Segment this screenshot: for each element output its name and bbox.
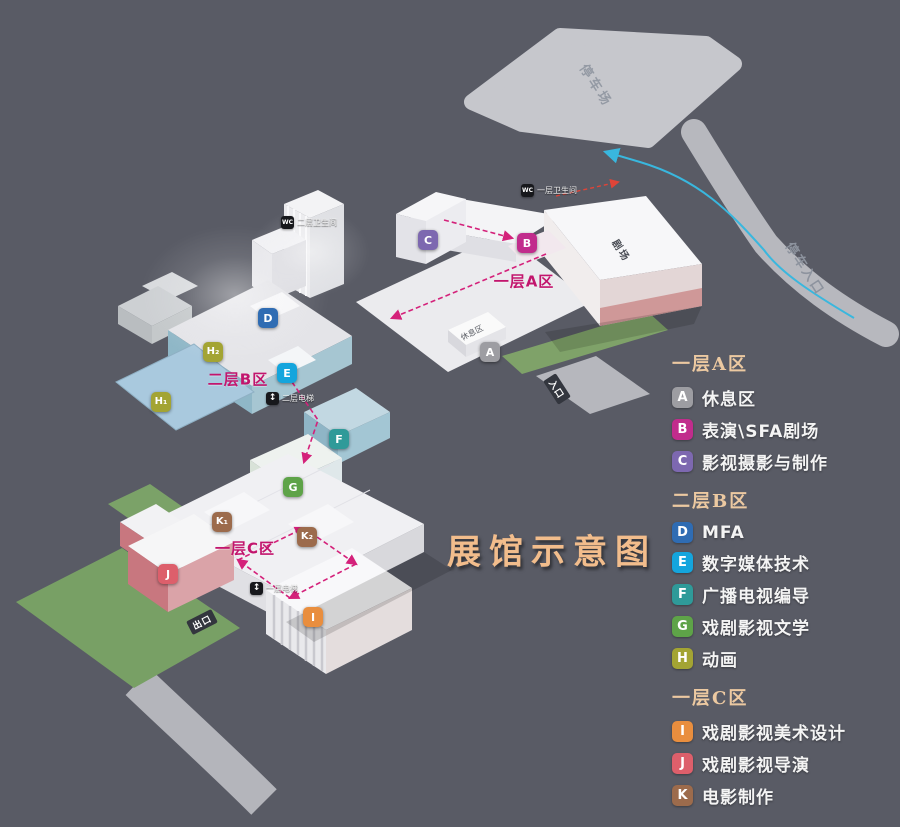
legend-item-h: H 动画 [672, 646, 897, 671]
page-title: 展馆示意图 [447, 532, 657, 573]
map-badge-i: I [303, 607, 323, 627]
parking-area [464, 28, 742, 148]
elevator-icon: ↕ [266, 392, 279, 405]
legend-item-k: K 电影制作 [672, 783, 897, 808]
map-badge-b: B [517, 233, 537, 253]
map-badge-h1: H₁ [151, 392, 171, 412]
map-badge-k1: K₁ [212, 512, 232, 532]
zone-c-buildings [120, 454, 452, 674]
legend-section-zone-a: 一层A区 A 休息区 B 表演\SFA剧场 C 影视摄影与制作 [672, 350, 897, 474]
legend-item-f: F 广播电视编导 [672, 582, 897, 607]
facility-elevator-2f: ↕ 二层电梯 [266, 392, 314, 405]
restroom-icon: WC [521, 184, 534, 197]
legend-section-zone-c: 一层C区 I 戏剧影视美术设计 J 戏剧影视导演 K 电影制作 [672, 684, 897, 808]
map-badge-c: C [418, 230, 438, 250]
facility-restroom-1f: WC 一层卫生间 [521, 184, 577, 197]
legend-label-b: 表演\SFA剧场 [702, 422, 820, 442]
zone-b-label: 二层B区 [207, 370, 269, 389]
map-badge-a: A [480, 342, 500, 362]
legend-item-j: J 戏剧影视导演 [672, 751, 897, 776]
facility-label: 一层电梯 [266, 584, 298, 593]
legend-item-b: B 表演\SFA剧场 [672, 417, 897, 442]
zone-c-label: 一层C区 [214, 539, 276, 558]
legend-badge-f: F [672, 584, 693, 605]
legend-item-a: A 休息区 [672, 385, 897, 410]
legend-label-f: 广播电视编导 [702, 587, 810, 607]
legend-heading-zone-c: 一层C区 [672, 688, 749, 709]
facility-label: 一层卫生间 [537, 186, 577, 195]
legend-item-e: E 数字媒体技术 [672, 550, 897, 575]
legend-label-i: 戏剧影视美术设计 [702, 724, 846, 744]
map-badge-g: G [283, 477, 303, 497]
legend-badge-j: J [672, 753, 693, 774]
route-arrows [236, 147, 855, 600]
map-badge-h2: H₂ [203, 342, 223, 362]
restroom-icon: WC [281, 216, 294, 229]
legend: 一层A区 A 休息区 B 表演\SFA剧场 C 影视摄影与制作 二层B区 D M… [672, 350, 897, 821]
legend-badge-i: I [672, 721, 693, 742]
legend-label-a: 休息区 [702, 390, 756, 410]
legend-badge-d: D [672, 522, 693, 543]
elevator-icon: ↕ [250, 582, 263, 595]
legend-label-j: 戏剧影视导演 [702, 756, 810, 776]
legend-badge-a: A [672, 387, 693, 408]
zone-a-label: 一层A区 [493, 272, 555, 291]
legend-heading-zone-a: 一层A区 [672, 354, 748, 375]
legend-heading-zone-b: 二层B区 [672, 491, 750, 512]
legend-label-g: 戏剧影视文学 [702, 619, 810, 639]
legend-section-zone-b: 二层B区 D MFA E 数字媒体技术 F 广播电视编导 G 戏剧影视文学 H … [672, 487, 897, 671]
legend-badge-e: E [672, 552, 693, 573]
legend-badge-c: C [672, 451, 693, 472]
map-badge-d: D [258, 308, 278, 328]
legend-label-d: MFA [702, 522, 745, 543]
facility-label: 二层卫生间 [297, 218, 337, 227]
map-badge-k2: K₂ [297, 527, 317, 547]
map-badge-j: J [158, 564, 178, 584]
legend-item-i: I 戏剧影视美术设计 [672, 719, 897, 744]
legend-item-g: G 戏剧影视文学 [672, 614, 897, 639]
legend-badge-b: B [672, 419, 693, 440]
facility-elevator-1f: ↕ 一层电梯 [250, 582, 298, 595]
map-badge-f: F [329, 429, 349, 449]
legend-item-c: C 影视摄影与制作 [672, 449, 897, 474]
legend-item-d: D MFA [672, 522, 897, 543]
facility-restroom-2f: WC 二层卫生间 [281, 216, 337, 229]
legend-label-k: 电影制作 [702, 788, 774, 808]
legend-label-h: 动画 [702, 651, 738, 671]
legend-label-c: 影视摄影与制作 [702, 454, 828, 474]
legend-badge-g: G [672, 616, 693, 637]
legend-label-e: 数字媒体技术 [702, 555, 810, 575]
legend-badge-h: H [672, 648, 693, 669]
roads [125, 119, 899, 815]
legend-badge-k: K [672, 785, 693, 806]
spotlight-glow [140, 207, 370, 365]
map-badge-e: E [277, 363, 297, 383]
facility-label: 二层电梯 [282, 394, 314, 403]
